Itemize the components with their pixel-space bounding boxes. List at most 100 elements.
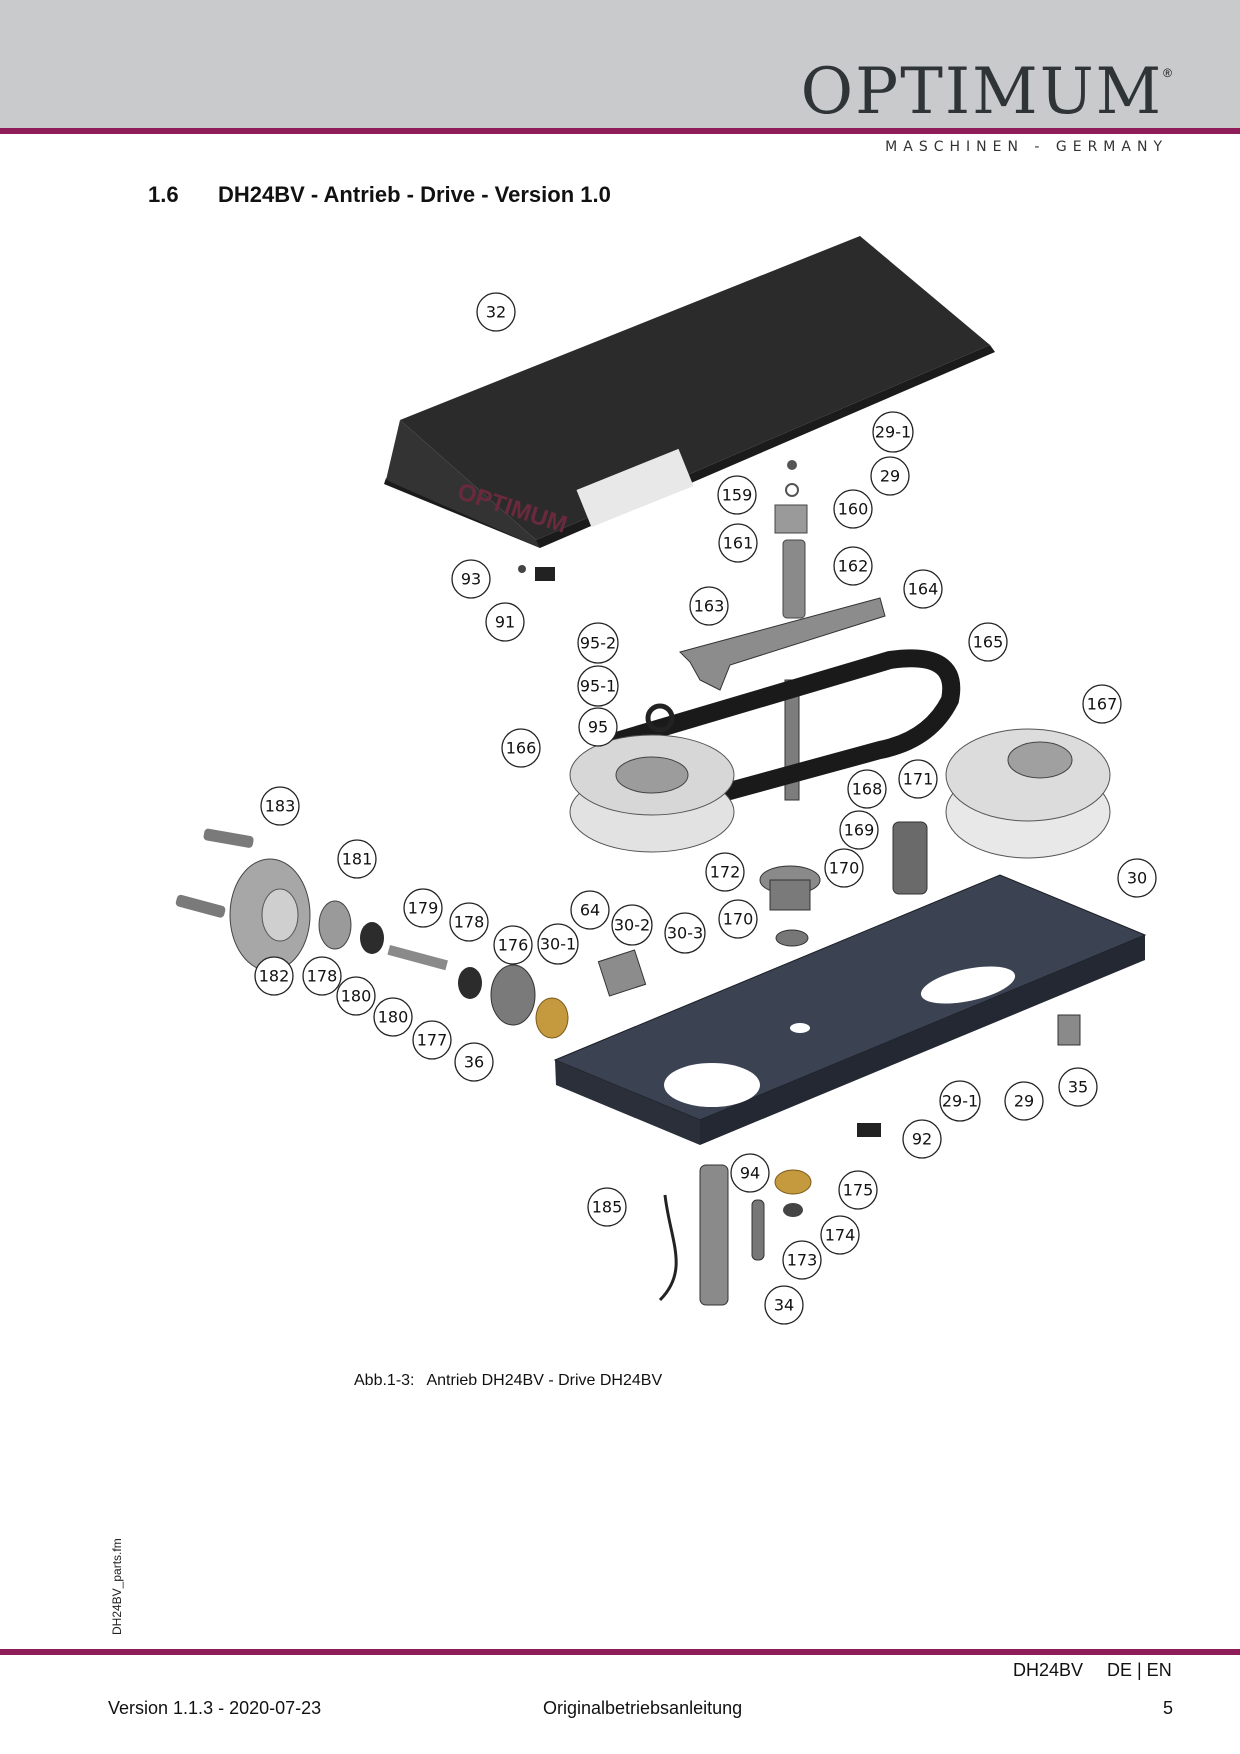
center-parts bbox=[759, 821, 928, 947]
brand-logo: OPTIMUM® bbox=[801, 60, 1172, 124]
sidebar-filename: DH24BV_parts.fm bbox=[110, 1538, 124, 1635]
callout-layer: 32 29-1 29 159 160 161 162 163 164 165 93 91 95-2 95-… bbox=[254, 292, 1157, 1325]
callout-177: 177 bbox=[412, 1020, 452, 1060]
svg-text:159: 159 bbox=[722, 486, 753, 505]
callout-166: 166 bbox=[501, 728, 541, 768]
callout-173: 173 bbox=[782, 1240, 822, 1280]
top-small-parts bbox=[518, 460, 808, 619]
callout-34: 34 bbox=[764, 1285, 804, 1325]
callout-181: 181 bbox=[337, 839, 377, 879]
svg-text:175: 175 bbox=[843, 1181, 874, 1200]
callout-179: 179 bbox=[403, 888, 443, 928]
footer-model: DH24BV bbox=[1013, 1660, 1084, 1680]
svg-text:160: 160 bbox=[838, 500, 869, 519]
svg-text:162: 162 bbox=[838, 557, 869, 576]
right-pulley bbox=[945, 728, 1111, 859]
callout-29: 29 bbox=[1004, 1081, 1044, 1121]
callout-169: 169 bbox=[839, 810, 879, 850]
callout-165: 165 bbox=[968, 622, 1008, 662]
base-tray bbox=[553, 874, 1147, 1145]
callout-36: 36 bbox=[454, 1042, 494, 1082]
belt-cover: OPTIMUM bbox=[384, 236, 995, 548]
callout-180: 180 bbox=[373, 997, 413, 1037]
svg-text:29: 29 bbox=[880, 467, 900, 486]
svg-text:93: 93 bbox=[461, 570, 481, 589]
callout-170: 170 bbox=[718, 899, 758, 939]
callout-182: 182 bbox=[254, 956, 294, 996]
svg-text:178: 178 bbox=[307, 967, 338, 986]
svg-text:30-2: 30-2 bbox=[614, 916, 650, 935]
svg-text:169: 169 bbox=[844, 821, 875, 840]
bottom-spindle-parts bbox=[658, 1014, 1081, 1306]
header-band bbox=[0, 0, 1240, 128]
callout-95-2: 95-2 bbox=[577, 622, 619, 664]
svg-text:179: 179 bbox=[408, 899, 439, 918]
callout-163: 163 bbox=[689, 586, 729, 626]
svg-text:29-1: 29-1 bbox=[942, 1092, 978, 1111]
callout-32: 32 bbox=[476, 292, 516, 332]
callout-30-1: 30-1 bbox=[537, 923, 579, 965]
callout-164: 164 bbox=[903, 569, 943, 609]
svg-text:181: 181 bbox=[342, 850, 373, 869]
svg-text:92: 92 bbox=[912, 1130, 932, 1149]
header-rule bbox=[0, 128, 1240, 134]
brand-name: OPTIMUM bbox=[800, 55, 1164, 129]
svg-text:185: 185 bbox=[592, 1198, 623, 1217]
section-number: 1.6 bbox=[148, 182, 179, 207]
callout-30: 30 bbox=[1117, 858, 1157, 898]
footer-rule bbox=[0, 1649, 1240, 1655]
svg-text:32: 32 bbox=[486, 303, 506, 322]
svg-text:95: 95 bbox=[588, 718, 608, 737]
caption-label: Abb.1-3: bbox=[354, 1372, 415, 1389]
callout-29: 29 bbox=[870, 456, 910, 496]
callout-167: 167 bbox=[1082, 684, 1122, 724]
callout-178: 178 bbox=[302, 956, 342, 996]
svg-text:178: 178 bbox=[454, 913, 485, 932]
caption-text: Antrieb DH24BV - Drive DH24BV bbox=[426, 1372, 663, 1389]
svg-text:91: 91 bbox=[495, 613, 515, 632]
svg-text:180: 180 bbox=[341, 987, 372, 1006]
registered-mark: ® bbox=[1163, 66, 1172, 80]
callout-176: 176 bbox=[493, 925, 533, 965]
callout-170: 170 bbox=[824, 848, 864, 888]
section-title: DH24BV - Antrieb - Drive - Version 1.0 bbox=[218, 182, 611, 207]
svg-text:165: 165 bbox=[973, 633, 1004, 652]
footer-languages: DE | EN bbox=[1107, 1660, 1172, 1680]
svg-text:173: 173 bbox=[787, 1251, 818, 1270]
svg-text:171: 171 bbox=[903, 770, 934, 789]
svg-text:95-2: 95-2 bbox=[580, 634, 616, 653]
svg-text:30: 30 bbox=[1127, 869, 1147, 888]
callout-95: 95 bbox=[578, 707, 618, 747]
svg-text:182: 182 bbox=[259, 967, 290, 986]
svg-text:161: 161 bbox=[723, 534, 754, 553]
callout-180: 180 bbox=[336, 976, 376, 1016]
footer-page-number: 5 bbox=[1163, 1698, 1174, 1718]
figure-caption: Abb.1-3: Antrieb DH24BV - Drive DH24BV bbox=[354, 1372, 662, 1390]
svg-text:183: 183 bbox=[265, 797, 296, 816]
callout-172: 172 bbox=[705, 852, 745, 892]
svg-text:64: 64 bbox=[580, 901, 600, 920]
callout-159: 159 bbox=[717, 475, 757, 515]
svg-text:166: 166 bbox=[506, 739, 537, 758]
brand-tagline: MASCHINEN - GERMANY bbox=[885, 139, 1168, 155]
callout-168: 168 bbox=[847, 769, 887, 809]
callout-30-2: 30-2 bbox=[611, 904, 653, 946]
svg-text:168: 168 bbox=[852, 780, 883, 799]
callout-178: 178 bbox=[449, 902, 489, 942]
left-gear-assembly bbox=[175, 828, 647, 1039]
svg-text:36: 36 bbox=[464, 1053, 484, 1072]
callout-92: 92 bbox=[902, 1119, 942, 1159]
callout-64: 64 bbox=[570, 890, 610, 930]
svg-text:170: 170 bbox=[723, 910, 754, 929]
callout-93: 93 bbox=[451, 559, 491, 599]
svg-text:170: 170 bbox=[829, 859, 860, 878]
callout-162: 162 bbox=[833, 546, 873, 586]
svg-text:164: 164 bbox=[908, 580, 939, 599]
callout-171: 171 bbox=[898, 759, 938, 799]
svg-text:95-1: 95-1 bbox=[580, 677, 616, 696]
svg-text:167: 167 bbox=[1087, 695, 1118, 714]
svg-text:163: 163 bbox=[694, 597, 725, 616]
callout-185: 185 bbox=[587, 1187, 627, 1227]
left-pulley bbox=[569, 703, 735, 853]
